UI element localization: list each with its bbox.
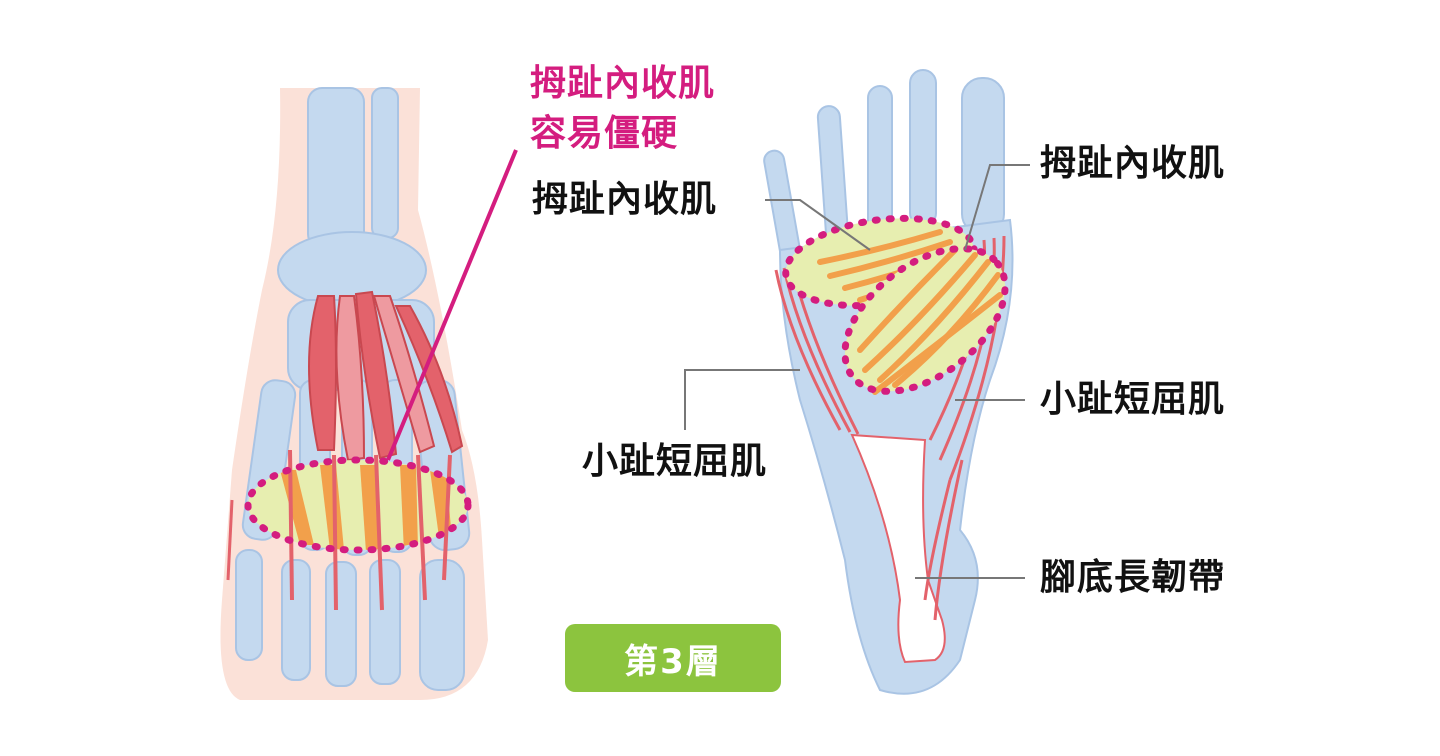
label-flexor-digiti-right: 小趾短屈肌 bbox=[1040, 379, 1226, 420]
plantar-ligament-shape bbox=[850, 433, 946, 664]
left-foot bbox=[220, 87, 488, 700]
right-dotted-ring-oblique bbox=[841, 245, 1009, 395]
right-foot bbox=[763, 69, 1014, 695]
left-dotted-ring bbox=[244, 456, 472, 554]
callout-title-line1: 拇趾內收肌 bbox=[530, 63, 716, 104]
layer-badge: 第3層 bbox=[565, 624, 781, 692]
leader-lines bbox=[684, 164, 1030, 579]
label-adductor-oblique: 拇趾內收肌 bbox=[1040, 143, 1226, 184]
callout-pointer bbox=[386, 149, 518, 461]
label-adductor-transverse: 拇趾內收肌 bbox=[532, 179, 718, 220]
label-flexor-digiti-left: 小趾短屈肌 bbox=[582, 441, 768, 482]
label-plantar-ligament: 腳底長韌帶 bbox=[1040, 557, 1226, 598]
callout-title-line2: 容易僵硬 bbox=[530, 113, 679, 154]
